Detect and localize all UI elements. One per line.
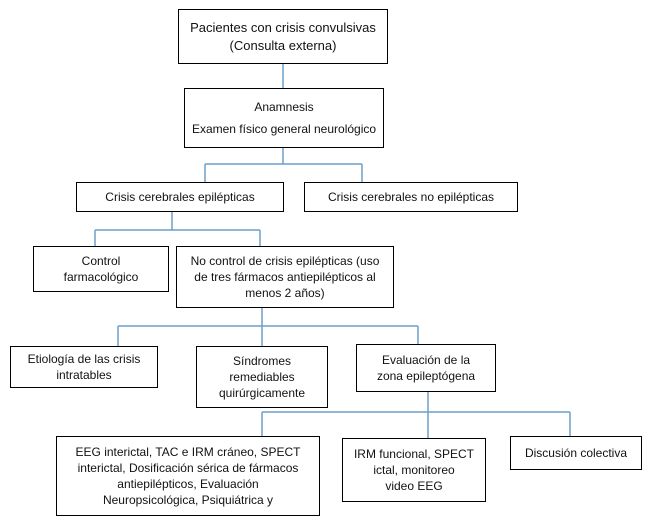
node-line: quirúrgicamente: [218, 386, 306, 400]
node-no-control-crisis: No control de crisis epilépticas (uso de…: [176, 246, 394, 308]
node-pacientes-crisis: Pacientes con crisis convulsivas (Consul…: [178, 9, 388, 64]
node-line: EEG interictal, TAC e IRM cráneo, SPECT: [75, 445, 301, 459]
connector-nocontrol-evaluaciones: [117, 308, 419, 346]
node-line: (Consulta externa): [229, 37, 337, 53]
node-line: Anamnesis: [254, 100, 314, 114]
node-anamnesis: Anamnesis Examen físico general neurológ…: [184, 88, 384, 148]
node-line: IRM funcional, SPECT: [353, 447, 475, 461]
node-estudios-eeg: EEG interictal, TAC e IRM cráneo, SPECT …: [56, 436, 320, 516]
node-line: Crisis cerebrales no epilépticas: [327, 190, 495, 204]
node-etiologia-crisis: Etiología de las crisis intratables: [10, 346, 158, 388]
node-discusion-colectiva: Discusión colectiva: [510, 436, 642, 470]
node-sindromes-remediables: Síndromes remediables quirúrgicamente: [196, 346, 328, 408]
node-line: farmacológico: [63, 270, 139, 284]
connector-anamnesis-crisis: [204, 148, 363, 182]
node-line: Pacientes con crisis convulsivas: [190, 19, 376, 35]
node-line: menos 2 años): [245, 286, 325, 300]
node-evaluacion-zona: Evaluación de la zona epileptógena: [356, 344, 496, 392]
node-line: antiepilépticos, Evaluación: [117, 477, 259, 491]
node-line: de tres fármacos antiepilépticos al: [194, 270, 376, 284]
node-line: Control: [81, 254, 121, 268]
node-crisis-no-epilepticas: Crisis cerebrales no epilépticas: [304, 182, 518, 212]
connector-evaluacion-estudios: [261, 392, 571, 438]
node-crisis-epilepticas: Crisis cerebrales epilépticas: [76, 182, 284, 212]
node-line: intratables: [56, 368, 112, 382]
node-line: Etiología de las crisis: [27, 352, 141, 366]
node-line: remediables: [229, 370, 295, 384]
node-line: interictal, Dosificación sérica de fárma…: [77, 461, 299, 475]
node-line: No control de crisis epilépticas (uso: [190, 254, 380, 268]
node-line: Crisis cerebrales epilépticas: [105, 190, 255, 204]
node-control-farmacologico: Control farmacológico: [33, 246, 169, 292]
node-line: Examen físico general neurológico: [191, 122, 377, 136]
connector-epilepticas-control: [94, 212, 261, 246]
node-irm-funcional: IRM funcional, SPECT ictal, monitoreo vi…: [342, 438, 486, 502]
node-line: Síndromes: [232, 354, 292, 368]
node-line: Neuropsicológica, Psiquiátrica y: [102, 493, 274, 507]
node-line: Discusión colectiva: [524, 446, 628, 460]
node-line: video EEG: [385, 479, 443, 493]
node-line: Evaluación de la: [381, 353, 471, 367]
node-line: ictal, monitoreo: [373, 463, 455, 477]
node-line: zona epileptógena: [376, 369, 476, 383]
